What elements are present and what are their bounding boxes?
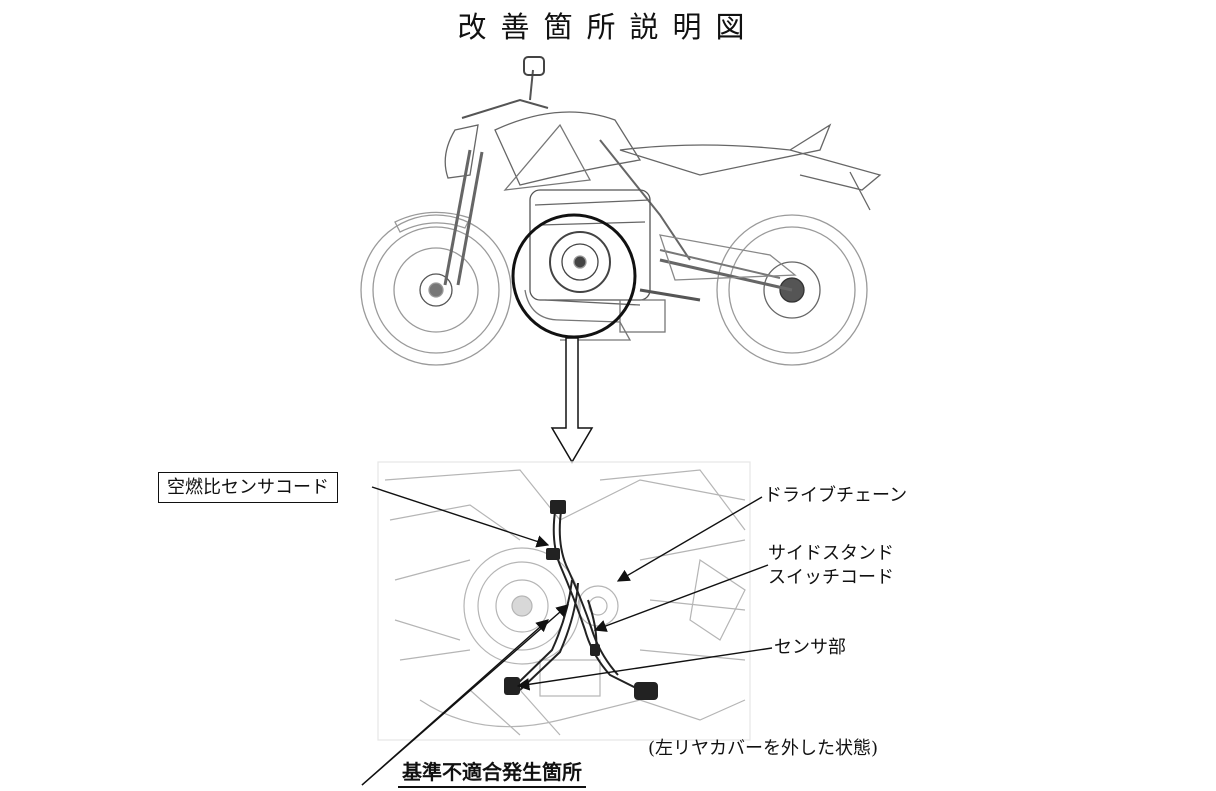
leader-drive-chain (616, 496, 763, 582)
motorcycle-illustration (360, 56, 882, 366)
cover-removed-note: (左リヤカバーを外した状態) (648, 738, 879, 759)
af-sensor-cord-label: 空燃比センサコード (158, 472, 338, 503)
sensor-part-label: センサ部 (774, 637, 846, 658)
leader-af-sensor-cord (371, 486, 550, 548)
leader-nonconformance-2 (361, 619, 549, 786)
connectors (504, 500, 658, 700)
leader-side-stand-switch-cord (593, 564, 769, 632)
highlight-circle (511, 213, 637, 339)
page-title: 改善箇所説明図 (457, 10, 759, 44)
nonconformance-location-label: 基準不適合発生箇所 (398, 760, 586, 788)
engine-detail-illustration (377, 461, 751, 741)
down-arrow-icon (550, 337, 594, 464)
leader-sensor-part (516, 647, 773, 691)
side-stand-switch-cord-label: サイドスタンド スイッチコード (768, 543, 894, 588)
drive-chain-label: ドライブチェーン (764, 485, 908, 506)
sensor-cords (514, 504, 637, 691)
